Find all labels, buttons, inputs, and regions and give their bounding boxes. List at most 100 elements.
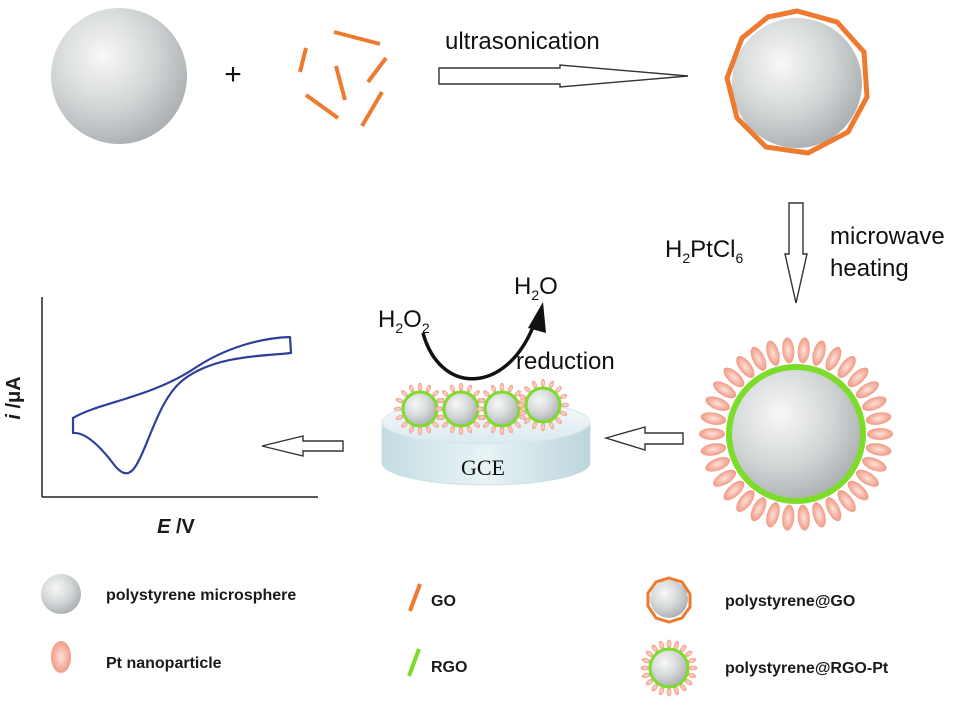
pt-nanoparticle bbox=[666, 639, 672, 649]
pt-nanoparticle bbox=[782, 504, 795, 531]
pt-nanoparticle bbox=[466, 425, 473, 434]
pt-nanoparticle bbox=[401, 390, 408, 397]
microsphere-core bbox=[444, 392, 478, 426]
pt-nanoparticle bbox=[855, 381, 879, 399]
legend-pt-label: Pt nanoparticle bbox=[106, 655, 222, 672]
pt-nanoparticle bbox=[673, 686, 680, 696]
pt-nanoparticle bbox=[645, 678, 654, 686]
pt-nanoparticle bbox=[651, 683, 659, 692]
pt-nanoparticle bbox=[442, 390, 449, 397]
modified-microspheres bbox=[393, 378, 570, 436]
heating-label: heating bbox=[830, 255, 909, 282]
pt-nanoparticle bbox=[408, 425, 415, 434]
pt-nanoparticle bbox=[750, 497, 767, 522]
pt-nanoparticle bbox=[688, 665, 698, 671]
cv-x-label: E /V bbox=[157, 516, 195, 538]
pt-nanoparticle bbox=[417, 426, 423, 436]
pt-nanoparticle bbox=[514, 390, 521, 397]
arc-arrowhead-icon bbox=[528, 302, 546, 333]
pt-nanoparticle bbox=[560, 402, 570, 408]
rgo-shell bbox=[483, 390, 521, 428]
pt-nanoparticle bbox=[713, 469, 737, 487]
gce-label: GCE bbox=[461, 455, 505, 480]
pt-nanoparticle bbox=[723, 367, 745, 388]
pt-nanoparticle bbox=[862, 396, 887, 411]
pt-nanoparticle bbox=[458, 426, 464, 436]
pt-nanoparticle bbox=[687, 672, 697, 679]
pt-nanoparticle bbox=[559, 410, 568, 417]
pt-nanoparticle bbox=[548, 421, 555, 430]
pt-nanoparticle bbox=[449, 384, 456, 393]
pt-nanoparticle bbox=[687, 657, 697, 664]
pt-nanoparticle bbox=[736, 490, 755, 513]
left-arrow-icon bbox=[261, 435, 344, 457]
legend-ps-go-label: polystyrene@GO bbox=[725, 593, 855, 610]
pt-nanoparticle bbox=[684, 650, 693, 658]
pt-nanoparticle bbox=[559, 393, 568, 400]
microsphere-core bbox=[650, 649, 688, 687]
go-sheets bbox=[298, 30, 388, 128]
polystyrene-microsphere bbox=[51, 8, 187, 144]
pt-nanoparticle bbox=[540, 422, 546, 432]
pt-nanoparticle bbox=[736, 355, 755, 378]
pt-nanoparticle bbox=[436, 397, 445, 404]
pt-nanoparticle bbox=[555, 386, 562, 393]
legend-microsphere-label: polystyrene microsphere bbox=[106, 587, 296, 604]
pt-nanoparticle bbox=[432, 421, 439, 428]
pt-nanoparticle bbox=[705, 457, 730, 472]
pt-nanoparticle bbox=[679, 644, 687, 653]
pt-nanoparticle bbox=[490, 384, 497, 393]
pt-nanoparticle bbox=[518, 393, 527, 400]
pt-nanoparticle bbox=[700, 412, 727, 425]
microsphere-core bbox=[729, 367, 863, 501]
h2o-label: H2O bbox=[514, 273, 558, 303]
pt-nanoparticle bbox=[862, 457, 887, 472]
pt-nanoparticle bbox=[867, 428, 893, 440]
pt-nanoparticle bbox=[699, 428, 725, 440]
h2ptcl6-label: H2PtCl6 bbox=[665, 236, 743, 266]
legend-microsphere-icon bbox=[41, 574, 81, 614]
pt-nanoparticle bbox=[425, 425, 432, 434]
cv-y-label: i /μA bbox=[3, 376, 25, 419]
pt-nanoparticle bbox=[442, 421, 449, 428]
reduction-arc bbox=[421, 326, 535, 381]
down-arrow-icon bbox=[784, 202, 808, 304]
pt-nanoparticle bbox=[658, 640, 665, 650]
pt-nanoparticle bbox=[673, 640, 680, 650]
pt-nanoparticle bbox=[766, 340, 780, 366]
pt-nanoparticle bbox=[475, 406, 485, 412]
h2o2-label: H2O2 bbox=[378, 306, 430, 336]
ultrasonication-label: ultrasonication bbox=[445, 28, 600, 55]
pt-nanoparticle bbox=[499, 382, 505, 392]
rgo-shell bbox=[648, 647, 690, 689]
pt-nanoparticle bbox=[797, 504, 810, 531]
microsphere-core bbox=[526, 388, 560, 422]
pt-nanoparticle bbox=[483, 421, 490, 428]
pt-nanoparticle bbox=[766, 502, 780, 528]
pt-nanoparticle bbox=[518, 397, 527, 404]
pt-nanoparticle bbox=[425, 384, 432, 393]
pt-nanoparticle bbox=[514, 421, 521, 428]
polystyrene-rgo-pt-particle bbox=[699, 337, 893, 531]
pt-nanoparticle bbox=[865, 443, 892, 456]
pt-nanoparticle bbox=[395, 414, 404, 421]
pt-nanoparticle bbox=[524, 386, 531, 393]
pt-nanoparticle bbox=[531, 421, 538, 430]
pt-nanoparticle bbox=[458, 382, 464, 392]
microwave-label: microwave bbox=[830, 223, 945, 250]
pt-nanoparticle bbox=[466, 384, 473, 393]
pt-nanoparticle bbox=[645, 650, 654, 658]
rgo-shell bbox=[524, 386, 562, 424]
pt-nanoparticle bbox=[651, 644, 659, 653]
pt-nanoparticle bbox=[401, 421, 408, 428]
pt-nanoparticle bbox=[499, 426, 505, 436]
pt-nanoparticle bbox=[477, 397, 486, 404]
pt-nanoparticle bbox=[477, 414, 486, 421]
pt-nanoparticle bbox=[684, 678, 693, 686]
pt-nanoparticle bbox=[855, 469, 879, 487]
pt-nanoparticle bbox=[837, 490, 856, 513]
pt-nanoparticle bbox=[516, 402, 526, 408]
legend-go-icon bbox=[408, 583, 422, 612]
plus-sign: + bbox=[224, 58, 242, 91]
pt-nanoparticle bbox=[432, 390, 439, 397]
